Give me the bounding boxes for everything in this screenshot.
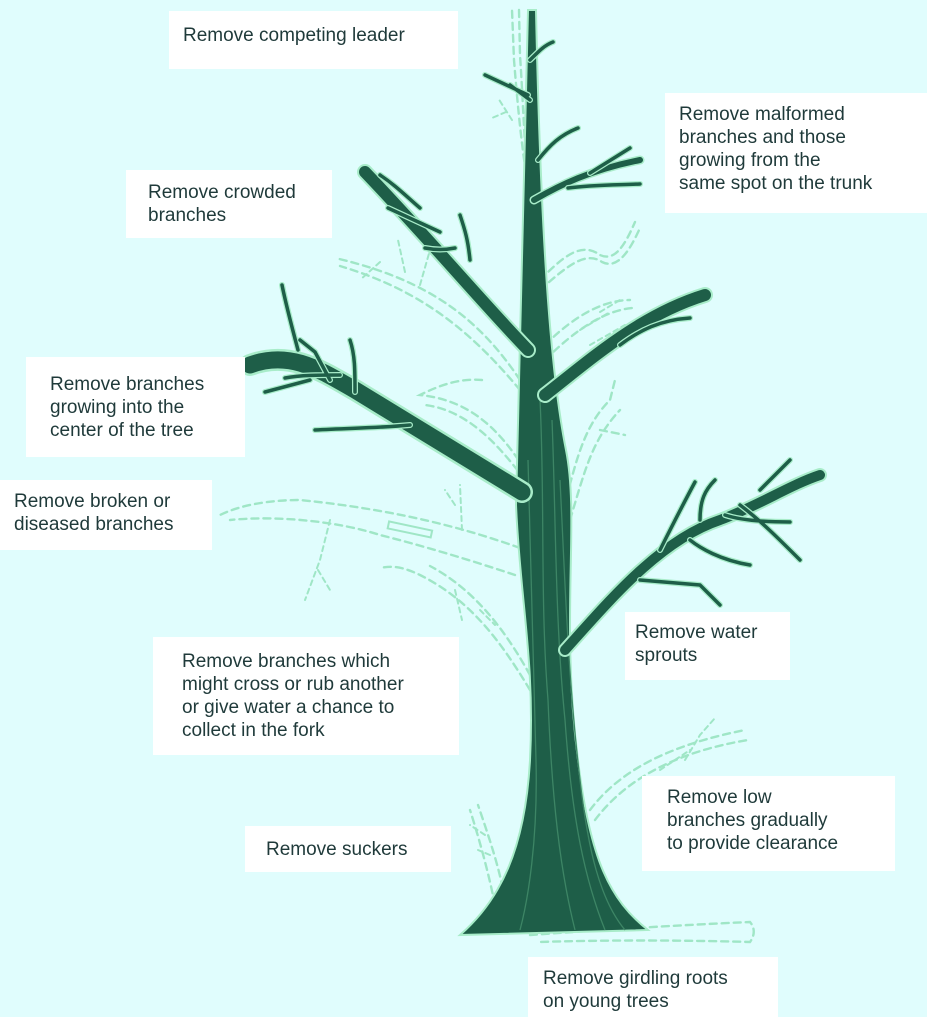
label-broken: Remove broken or diseased branches [0,480,212,550]
removed-suckers-twig [469,824,491,856]
removed-low [588,728,750,822]
removed-broken-twig [304,484,463,601]
label-text: Remove girdling roots on young trees [543,968,728,1012]
removed-crowded [333,256,522,392]
label-suckers: Remove suckers [245,826,451,872]
live-tree [239,9,827,937]
label-text: Remove broken or diseased branches [14,491,174,535]
label-crowded: Remove crowded branches [126,170,332,238]
label-text: Remove competing leader [183,25,405,46]
removed-cross-twig [454,589,496,626]
removed-cross [378,564,532,692]
label-water-sprouts: Remove water sprouts [625,612,790,680]
label-text: Remove low branches gradually to provide… [667,787,839,854]
label-text: Remove suckers [266,839,408,860]
label-center: Remove branches growing into the center … [26,357,245,457]
broken-marker [386,520,434,539]
removed-broken [218,498,522,577]
label-competing-leader: Remove competing leader [169,11,458,69]
removed-center [415,378,527,482]
bark-lines [519,399,626,931]
label-text: Remove branches growing into the center … [50,374,205,441]
label-text: Remove branches which might cross or rub… [182,651,404,741]
removed-girdling [528,920,755,944]
label-cross: Remove branches which might cross or rub… [153,637,459,755]
label-malformed: Remove malformed branches and those grow… [665,93,927,213]
label-text: Remove malformed branches and those grow… [679,104,873,194]
removed-low-twig [659,717,716,771]
removed-branches [218,8,755,944]
removed-crowded-twig-a [359,239,431,286]
removed-malformed-a [538,220,642,292]
removed-suckers [468,803,507,907]
removed-malformed-twig [579,299,626,346]
label-girdling: Remove girdling roots on young trees [528,957,778,1017]
label-text: Remove water sprouts [635,622,758,666]
removed-leader-twig [491,97,513,121]
label-low-branches: Remove low branches gradually to provide… [642,776,895,871]
label-text: Remove crowded branches [148,182,296,226]
